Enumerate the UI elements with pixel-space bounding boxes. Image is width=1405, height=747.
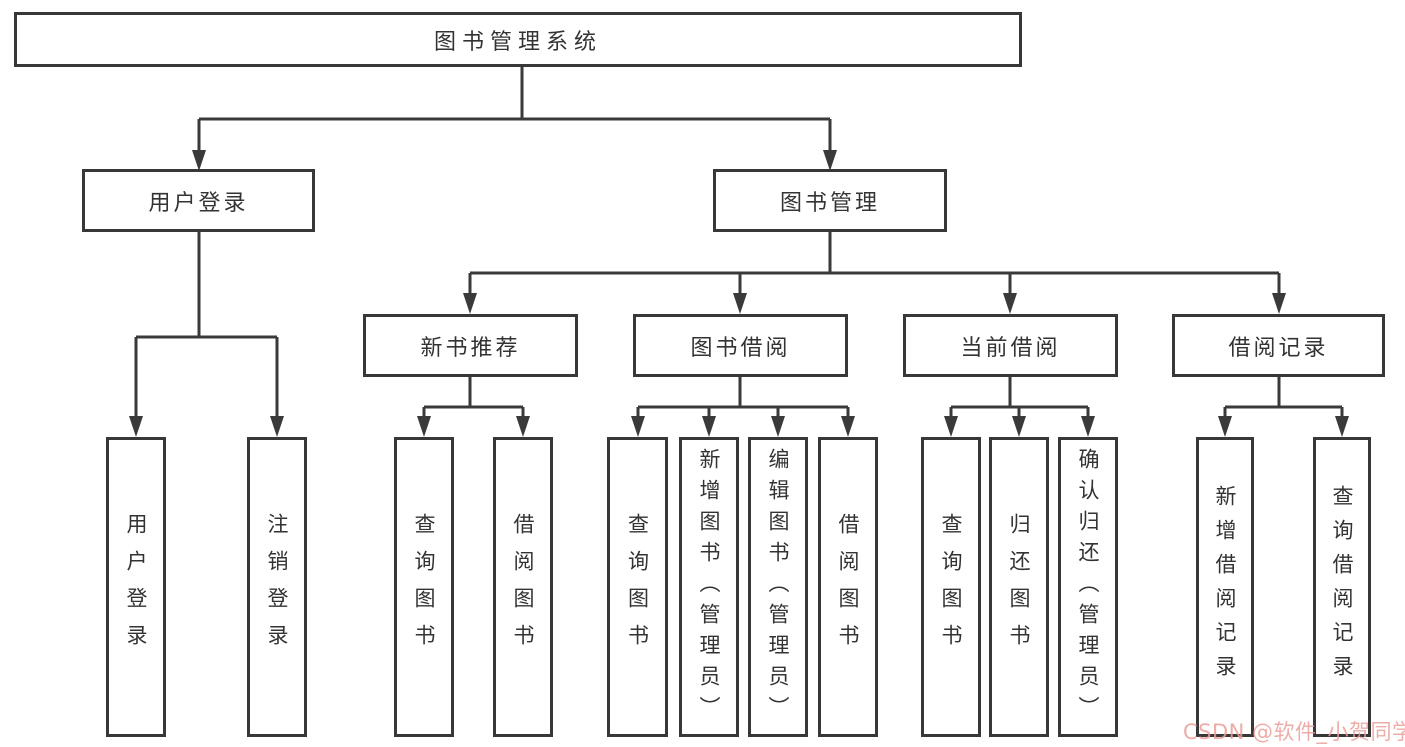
leaf-current-confirm-return-admin: 确认归还（管理员） [1058, 437, 1118, 737]
node-label: 借阅图书 [836, 513, 860, 661]
node-user-login: 用户登录 [82, 169, 315, 232]
node-label: 借阅记录 [1228, 335, 1329, 361]
node-label: 归还图书 [1007, 513, 1031, 661]
node-label: 用户登录 [148, 190, 249, 216]
leaf-borrow-borrow-book: 借阅图书 [818, 437, 878, 737]
node-label: 编辑图书（管理员） [766, 447, 790, 727]
node-label: 注销登录 [265, 513, 289, 661]
node-book-borrow: 图书借阅 [633, 314, 848, 377]
leaf-user-login: 用户登录 [106, 437, 166, 737]
node-label: 查询图书 [939, 513, 963, 661]
node-label: 图书借阅 [690, 335, 791, 361]
node-label: 查询图书 [625, 513, 650, 661]
node-label: 用户登录 [124, 513, 148, 661]
leaf-borrow-add-book-admin: 新增图书（管理员） [679, 437, 739, 737]
leaf-recommend-query-book: 查询图书 [394, 437, 454, 737]
node-label: 当前借阅 [960, 335, 1061, 361]
node-label: 图书管理系统 [433, 29, 602, 55]
leaf-recommend-borrow-book: 借阅图书 [493, 437, 553, 737]
leaf-logout: 注销登录 [247, 437, 307, 737]
node-label: 借阅图书 [511, 513, 535, 661]
node-library-system: 图书管理系统 [14, 12, 1022, 67]
node-current-borrow: 当前借阅 [903, 314, 1118, 377]
node-book-management: 图书管理 [713, 169, 947, 232]
node-new-book-recommend: 新书推荐 [363, 314, 578, 377]
node-label: 图书管理 [779, 190, 880, 216]
node-borrow-records: 借阅记录 [1172, 314, 1385, 377]
watermark-text: CSDN @软件_小贺同学 [1183, 720, 1405, 744]
node-label: 查询图书 [412, 513, 436, 661]
node-label: 查询借阅记录 [1330, 485, 1354, 689]
node-label: 新增图书（管理员） [697, 447, 721, 727]
leaf-current-return-book: 归还图书 [989, 437, 1049, 737]
leaf-current-query-book: 查询图书 [921, 437, 981, 737]
node-label: 新增借阅记录 [1213, 485, 1237, 689]
leaf-records-add-record: 新增借阅记录 [1196, 437, 1254, 737]
leaf-borrow-edit-book-admin: 编辑图书（管理员） [748, 437, 808, 737]
node-label: 新书推荐 [420, 335, 521, 361]
leaf-borrow-query-book: 查询图书 [607, 437, 668, 737]
node-label: 确认归还（管理员） [1076, 447, 1100, 727]
leaf-records-query-record: 查询借阅记录 [1313, 437, 1371, 737]
